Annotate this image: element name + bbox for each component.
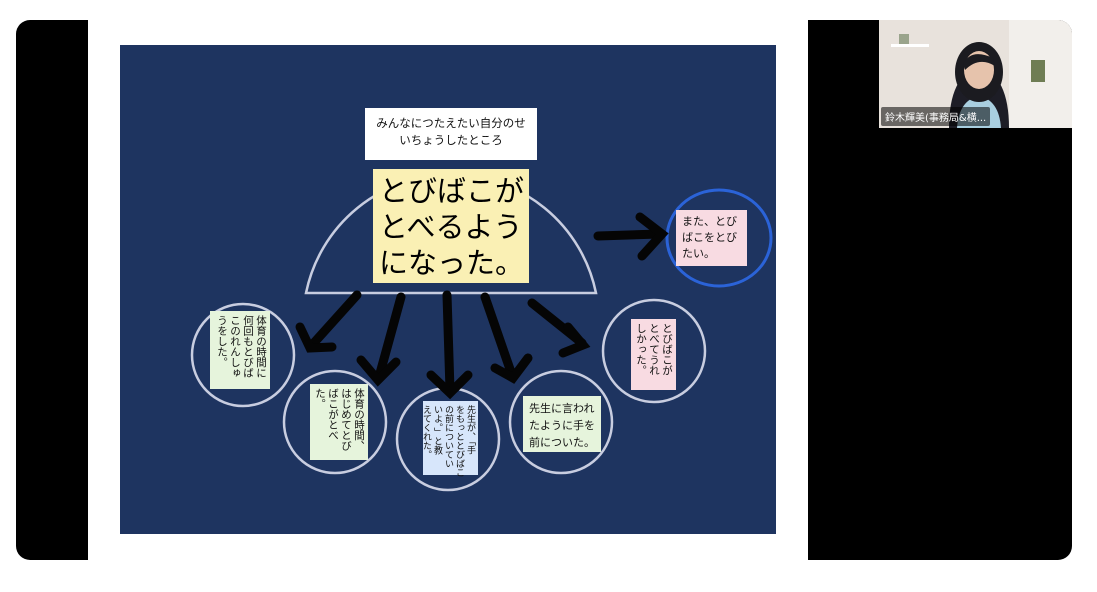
slide-title: みんなにつたえたい自分のせ いちょうしたところ [365, 108, 537, 160]
circle-right [601, 298, 707, 404]
note-right: とびばこが とべてうれ しかった。 [631, 319, 676, 390]
main-sticky-note: とびばこが とべるよう になった。 [373, 169, 529, 283]
shared-screen: みんなにつたえたい自分のせ いちょうしたところ とびばこが とべるよう になった… [88, 20, 808, 560]
slide-drawing [190, 173, 773, 492]
meeting-window: みんなにつたえたい自分のせ いちょうしたところ とびばこが とべるよう になった… [16, 20, 1072, 560]
arrow-center-left [374, 292, 406, 382]
slide: みんなにつたえたい自分のせ いちょうしたところ とびばこが とべるよう になった… [120, 45, 776, 534]
highlight-circle [665, 188, 773, 288]
participant-name: 鈴木輝美(事務局&横... [881, 107, 991, 126]
future-sticky-note: また、とび ばこをとび たい。 [676, 210, 747, 266]
note-center: 先生が、「手 をもっととびばこ の前についてい いよ。」と教 えてくれた。 [421, 401, 478, 477]
circle-left [190, 302, 296, 408]
note-center-left: 体育の時間、 はじめてとび ばこがとべ た。 [310, 384, 368, 460]
note-center-right: 先生に言われ たように手を 前についた。 [523, 396, 601, 452]
arrows [295, 212, 669, 400]
arrow-center-right [480, 292, 517, 380]
arrow-right [593, 229, 665, 241]
note-left: 体育の時間に 何回もとびば このれんしゅ うをした。 [210, 311, 270, 389]
arrow-left [307, 290, 362, 350]
circle-center-left [282, 369, 388, 475]
circle-center-right [508, 369, 614, 475]
arrow-center [442, 290, 455, 395]
participant-video-tile[interactable]: 鈴木輝美(事務局&横... [879, 20, 1072, 128]
